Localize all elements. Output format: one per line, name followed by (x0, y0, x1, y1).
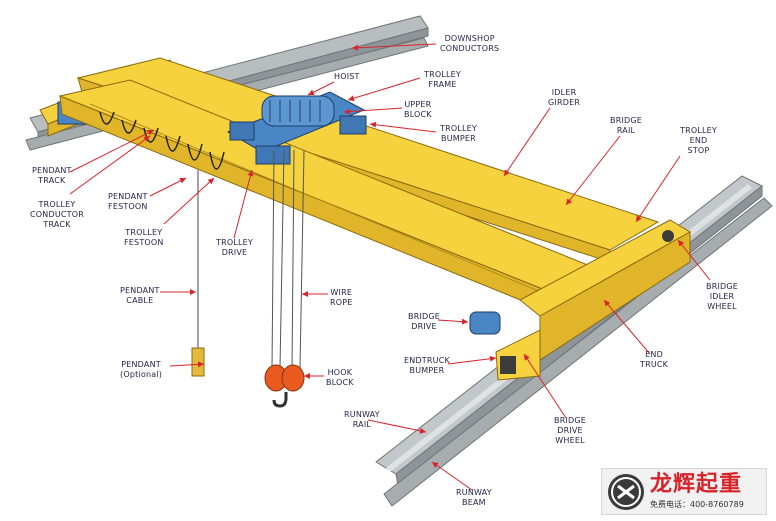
front-end-truck (469, 219, 691, 381)
trolley (226, 91, 367, 165)
watermark-logo: 龙辉起重 免费电话：400-8760789 (601, 468, 767, 515)
festoon-loops (99, 111, 225, 170)
crane-logo-icon (608, 474, 644, 510)
label-hoist: HOIST (334, 72, 360, 81)
leader-arrows (69, 43, 711, 491)
watermark-phone: 免费电话：400-8760789 (650, 500, 744, 509)
label-pendant-optional: PENDANT(Optional) (120, 360, 163, 379)
hoist-ropes (191, 149, 305, 408)
watermark-company-name: 龙辉起重 (650, 472, 743, 497)
